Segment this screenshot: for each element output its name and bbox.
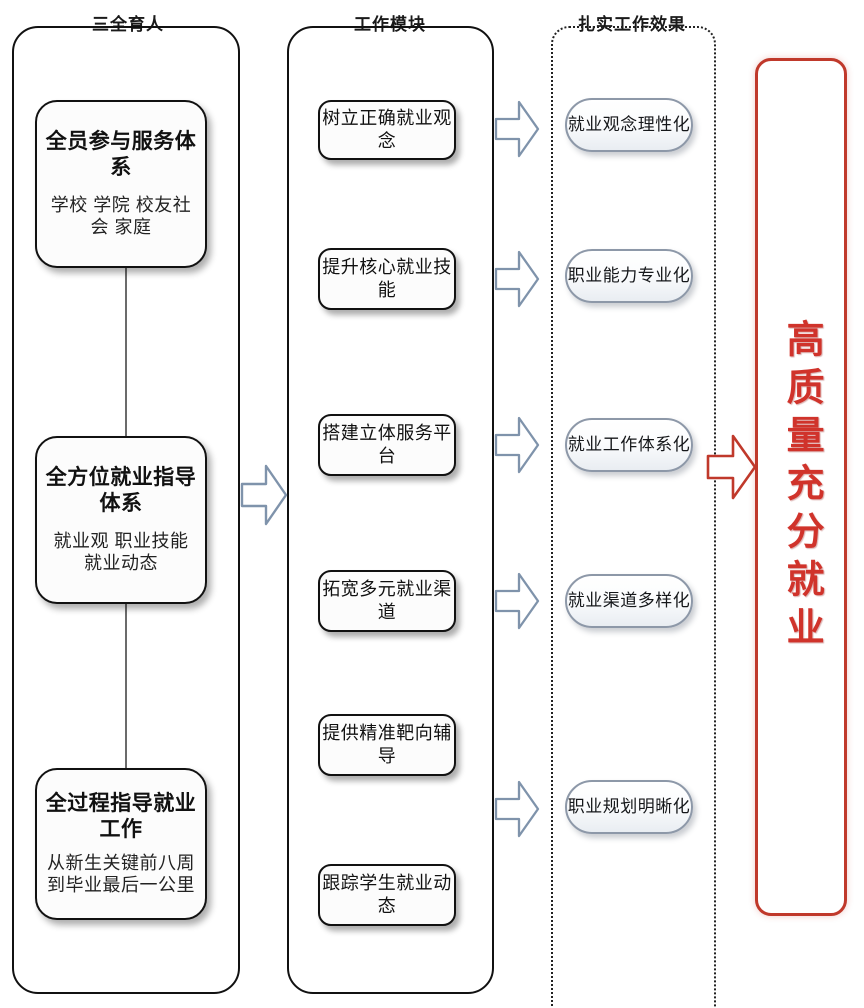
system-box-3-subtitle: 从新生关键前八周到毕业最后一公里 — [47, 852, 195, 896]
column-header-effects: 扎实工作效果 — [578, 15, 686, 34]
arrow-module-to-effect-5 — [494, 778, 540, 840]
effect-pill-4-text: 就业渠道多样化 — [567, 591, 691, 611]
arrow-module-to-effect-1 — [494, 98, 540, 160]
system-box-1-title: 全员参与服务体系 — [45, 130, 197, 179]
module-box-4-text: 拓宽多元就业渠道 — [322, 578, 452, 622]
effect-pill-1[interactable]: 就业观念理性化 — [565, 98, 693, 152]
arrow-effects-to-result — [706, 432, 758, 502]
system-box-2-subtitle: 就业观 职业技能 就业动态 — [53, 530, 189, 574]
module-box-3-text: 搭建立体服务平台 — [322, 422, 452, 466]
column-frame-modules — [287, 26, 494, 994]
column-header-modules: 工作模块 — [354, 15, 426, 34]
module-box-1-text: 树立正确就业观念 — [322, 107, 452, 151]
module-box-5[interactable]: 提供精准靶向辅导 — [318, 714, 456, 776]
system-box-2[interactable]: 全方位就业指导体系 就业观 职业技能 就业动态 — [35, 436, 207, 604]
effect-pill-1-text: 就业观念理性化 — [567, 115, 691, 135]
module-box-6[interactable]: 跟踪学生就业动态 — [318, 864, 456, 926]
connector-line-2 — [125, 604, 127, 768]
effect-pill-3[interactable]: 就业工作体系化 — [565, 418, 693, 472]
arrow-module-to-effect-2 — [494, 248, 540, 310]
arrow-module-to-effect-3 — [494, 414, 540, 476]
system-box-1-subtitle: 学校 学院 校友社会 家庭 — [50, 194, 192, 238]
effect-pill-5[interactable]: 职业规划明晰化 — [565, 780, 693, 834]
system-box-3[interactable]: 全过程指导就业工作 从新生关键前八周到毕业最后一公里 — [35, 768, 207, 920]
arrow-module-to-effect-4 — [494, 570, 540, 632]
module-box-6-text: 跟踪学生就业动态 — [322, 872, 452, 916]
module-box-5-text: 提供精准靶向辅导 — [322, 722, 452, 766]
effect-pill-2-text: 职业能力专业化 — [567, 266, 691, 286]
module-box-2-text: 提升核心就业技能 — [322, 256, 452, 300]
module-box-2[interactable]: 提升核心就业技能 — [318, 248, 456, 310]
result-box[interactable]: 高质量充分就业 — [755, 58, 847, 916]
system-box-3-title: 全过程指导就业工作 — [45, 792, 197, 841]
system-box-1[interactable]: 全员参与服务体系 学校 学院 校友社会 家庭 — [35, 100, 207, 268]
arrow-pillars-to-modules — [240, 462, 288, 528]
column-frame-pillars — [12, 26, 240, 994]
effect-pill-3-text: 就业工作体系化 — [567, 435, 691, 455]
module-box-1[interactable]: 树立正确就业观念 — [318, 100, 456, 160]
module-box-3[interactable]: 搭建立体服务平台 — [318, 414, 456, 476]
connector-line-1 — [125, 266, 127, 436]
column-header-pillars: 三全育人 — [92, 15, 164, 34]
effect-pill-5-text: 职业规划明晰化 — [567, 797, 691, 817]
column-frame-effects — [551, 26, 716, 1008]
result-text: 高质量充分就业 — [780, 319, 823, 655]
module-box-4[interactable]: 拓宽多元就业渠道 — [318, 570, 456, 632]
effect-pill-4[interactable]: 就业渠道多样化 — [565, 574, 693, 628]
effect-pill-2[interactable]: 职业能力专业化 — [565, 249, 693, 303]
system-box-2-title: 全方位就业指导体系 — [45, 466, 197, 515]
